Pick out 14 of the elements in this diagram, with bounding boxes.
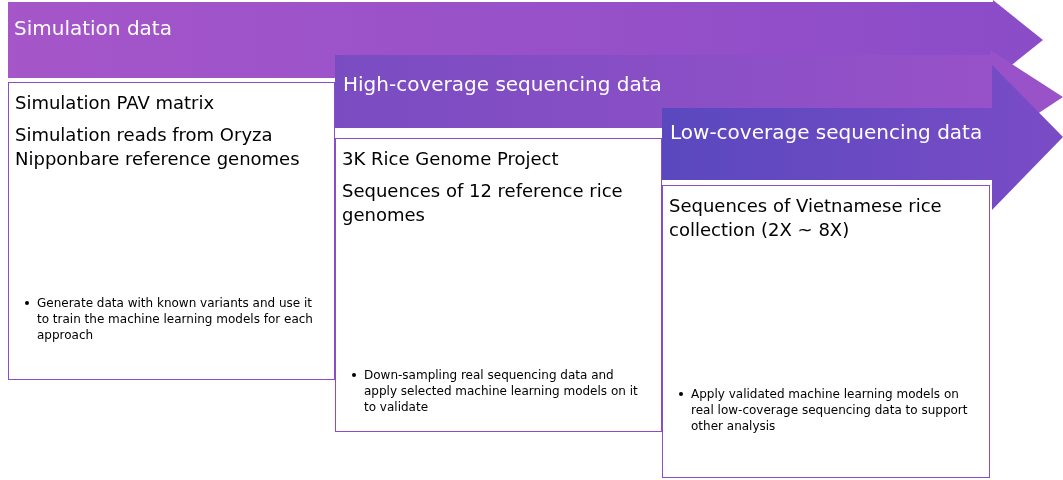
info-card (8, 82, 335, 380)
banner-title: Low-coverage sequencing data (670, 120, 983, 144)
banner-title: Simulation data (14, 16, 172, 40)
card-heading: Sequences of Vietnamese rice collection (2X ~ 8X) (669, 194, 943, 242)
info-card (662, 185, 990, 478)
card-heading: Simulation reads from Oryza Nipponbare reference genomes (15, 123, 301, 171)
info-card (335, 138, 662, 432)
bullet-text: Down-sampling real sequencing data and apply selected machine learning models on it to validate (364, 367, 639, 415)
bullet-text: Apply validated machine learning models on real low-coverage sequencing data to support other analysis (691, 386, 969, 434)
bullet-text: Generate data with known variants and use it to train the machine learning models for each approach (37, 295, 314, 343)
card-heading: Sequences of 12 reference rice genomes (342, 179, 624, 227)
banner-title: High-coverage sequencing data (343, 72, 662, 96)
card-heading: 3K Rice Genome Project (342, 147, 560, 171)
card-heading: Simulation PAV matrix (15, 91, 216, 115)
